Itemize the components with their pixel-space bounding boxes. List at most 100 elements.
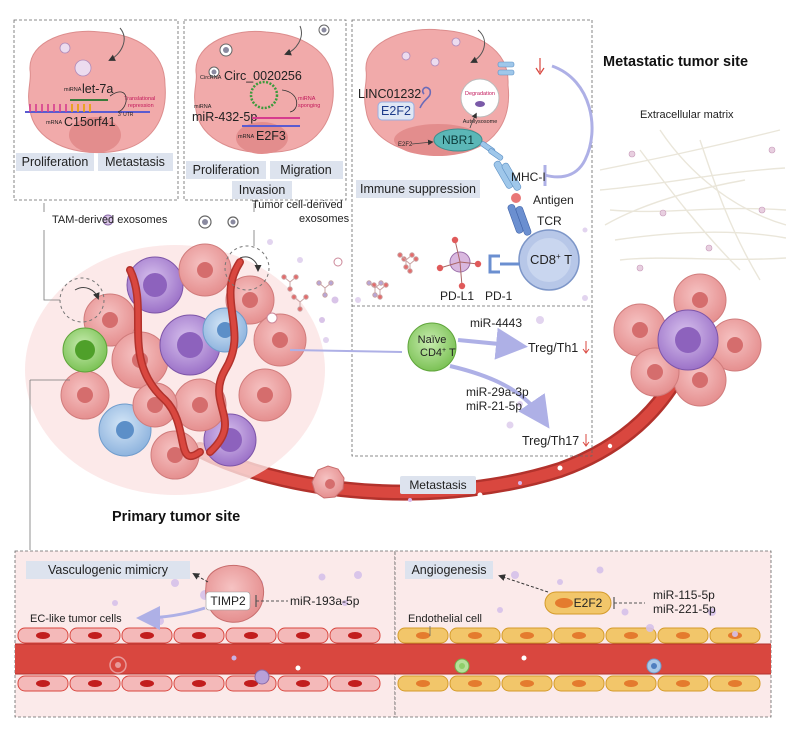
pdl1-molecule bbox=[436, 236, 482, 290]
vm-label-bg bbox=[26, 561, 190, 579]
nbr1-label: NBR1 bbox=[442, 133, 474, 147]
angio-label-bg bbox=[405, 561, 493, 579]
ec-like-tumor-cells bbox=[17, 627, 381, 692]
ec-like-cell-nucleus bbox=[192, 680, 206, 687]
circ-effect-line1: miRNA bbox=[298, 96, 316, 102]
mhc-membrane-receptors bbox=[480, 61, 515, 161]
circ-outcome3: Invasion bbox=[239, 183, 286, 197]
circ-outcome1-bg bbox=[186, 161, 266, 179]
exosome-uptake-arrows bbox=[74, 256, 262, 300]
tumor-exosome-label-line2: exosomes bbox=[299, 213, 350, 225]
endothelial-cells bbox=[397, 627, 761, 692]
degradation-label: Degradation bbox=[465, 91, 495, 97]
panel-let7a-mrna-strand bbox=[25, 99, 150, 113]
metastasis-label-bg bbox=[400, 476, 476, 494]
ec-like-cell-nucleus bbox=[140, 680, 154, 687]
leader-lines bbox=[29, 203, 255, 550]
pd1-receptor bbox=[488, 254, 500, 274]
e2f2-to-angio-arrow bbox=[498, 574, 549, 593]
vm-label: Vasculogenic mimicry bbox=[48, 563, 169, 577]
endothelial-cell-nucleus bbox=[416, 680, 430, 687]
down-arrow-th1 bbox=[582, 341, 590, 354]
ec-like-cell-nucleus bbox=[36, 632, 50, 639]
let7a-outcome1-bg bbox=[16, 153, 94, 171]
mir-29a-label: miR-29a-3p bbox=[466, 385, 529, 399]
ec-like-cell-nucleus bbox=[348, 680, 362, 687]
metastatic-tumor-cluster bbox=[613, 273, 762, 407]
mir-193a-label: miR-193a-5p bbox=[290, 594, 360, 608]
autolysosome bbox=[460, 78, 500, 118]
pd1-label: PD-1 bbox=[485, 289, 513, 303]
mir-221-label: miR-221-5p bbox=[653, 602, 716, 616]
e2f2-endothelial-cell bbox=[544, 591, 612, 615]
lnc-hairpin bbox=[419, 86, 432, 109]
panel-immune-entry-arrow bbox=[470, 29, 486, 63]
circ-mirna-tag: miRNA bbox=[194, 104, 212, 110]
primary-tumor-vessels bbox=[126, 258, 244, 461]
angio-label: Angiogenesis bbox=[411, 563, 486, 577]
bottom-particles bbox=[112, 566, 738, 637]
mir-115-label: miR-115-5p bbox=[653, 588, 715, 602]
let7a-effect-line2: repression bbox=[128, 103, 154, 109]
circ-outcome1: Proliferation bbox=[193, 163, 260, 177]
ec-like-cell-nucleus bbox=[140, 632, 154, 639]
endothelial-cell-nucleus bbox=[572, 680, 586, 687]
cd8-t-cell bbox=[518, 229, 580, 291]
endothelial-cell-nucleus bbox=[520, 680, 534, 687]
endothelial-cell-nucleus bbox=[624, 632, 638, 639]
ec-like-cell-nucleus bbox=[192, 632, 206, 639]
treg-th17-label: Treg/Th17 bbox=[522, 434, 579, 448]
circrna-ring bbox=[249, 80, 279, 110]
small-molecules-immune bbox=[366, 252, 415, 298]
circ-mrna-name: E2F3 bbox=[256, 129, 286, 143]
timp2-label: TIMP2 bbox=[210, 594, 246, 608]
e2f2-label: E2F2 bbox=[381, 104, 411, 118]
floating-exosomes bbox=[102, 214, 588, 429]
ec-like-cell-nucleus bbox=[296, 632, 310, 639]
immune-outcome: Immune suppression bbox=[360, 182, 476, 196]
let7a-mrna-tag: mRNA bbox=[46, 120, 63, 126]
nbr1-blob bbox=[433, 128, 483, 152]
ec-like-cell-nucleus bbox=[36, 680, 50, 687]
cd8-label: CD8+ T bbox=[530, 252, 572, 267]
endothelial-cell-nucleus bbox=[676, 680, 690, 687]
treg-th1-label: Treg/Th1 bbox=[528, 341, 578, 355]
autolysosome-label: Autolysosome bbox=[463, 119, 498, 125]
let7a-repression-arc bbox=[109, 91, 127, 113]
tumor-to-naive-arrow bbox=[289, 349, 403, 353]
circ-outcome2: Migration bbox=[280, 163, 331, 177]
e2f2-chip bbox=[377, 101, 415, 121]
metastasis-label: Metastasis bbox=[409, 478, 466, 492]
let7a-outcome2: Metastasis bbox=[105, 155, 165, 169]
let7a-outcome1: Proliferation bbox=[22, 155, 89, 169]
circ-mrna-strand bbox=[242, 117, 300, 127]
pdl1-label: PD-L1 bbox=[440, 289, 474, 303]
vessel-particles bbox=[408, 443, 613, 502]
panel-immune-frame bbox=[351, 19, 593, 457]
endothelial-cell-nucleus bbox=[520, 632, 534, 639]
tcr-label: TCR bbox=[537, 214, 562, 228]
ec-like-cell-nucleus bbox=[244, 632, 258, 639]
e2f2-small-label: E2F2 bbox=[398, 142, 413, 148]
tam-exosome-label: TAM-derived exosomes bbox=[52, 214, 168, 226]
circ-outcome2-bg bbox=[270, 161, 343, 179]
panel-circ-frame bbox=[183, 19, 347, 201]
circulating-tumor-cell bbox=[311, 465, 345, 499]
panel-circ-entry-arrow bbox=[284, 25, 302, 56]
let7a-outcome2-bg bbox=[98, 153, 173, 171]
circ-tag: CircRNA bbox=[200, 75, 222, 81]
ec-like-cell-nucleus bbox=[244, 680, 258, 687]
ec-like-label: EC-like tumor cells bbox=[30, 613, 122, 625]
endothelial-cell-nucleus bbox=[676, 632, 690, 639]
timp2-chip bbox=[205, 591, 251, 611]
vessel-blood-cells bbox=[109, 655, 662, 685]
down-arrow-th17 bbox=[582, 434, 590, 447]
down-arrow-mhc bbox=[535, 58, 545, 76]
naive-line2: CD4+ T bbox=[420, 347, 456, 359]
panel-circ-cell bbox=[194, 24, 334, 154]
endothelial-cell-nucleus bbox=[728, 680, 742, 687]
mhc-tcr-complex bbox=[493, 160, 532, 236]
naive-cd4-t-cell bbox=[407, 322, 457, 372]
antigen-label: Antigen bbox=[533, 193, 574, 207]
